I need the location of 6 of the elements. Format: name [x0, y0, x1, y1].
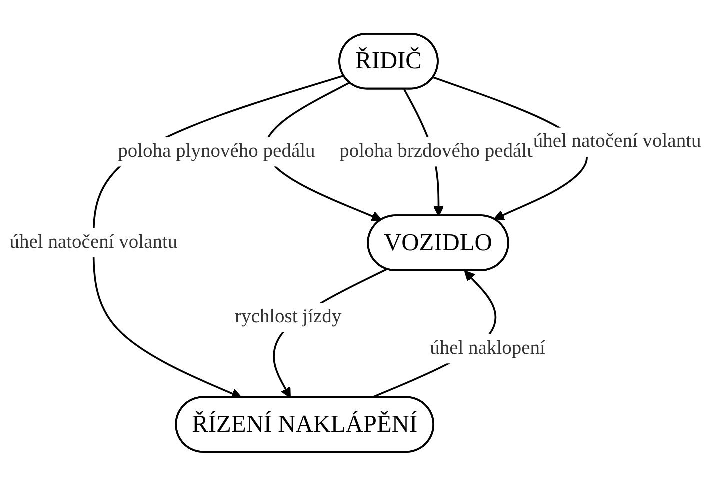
arrow [92, 75, 344, 399]
edge-label: poloha plynového pedálu [118, 141, 316, 162]
edge-label: úhel naklopení [430, 338, 546, 359]
edge-label: úhel natočení volantu [10, 232, 178, 253]
edge-label: rychlost jízdy [234, 306, 342, 328]
edge-label: úhel natočení volantu [533, 131, 702, 152]
